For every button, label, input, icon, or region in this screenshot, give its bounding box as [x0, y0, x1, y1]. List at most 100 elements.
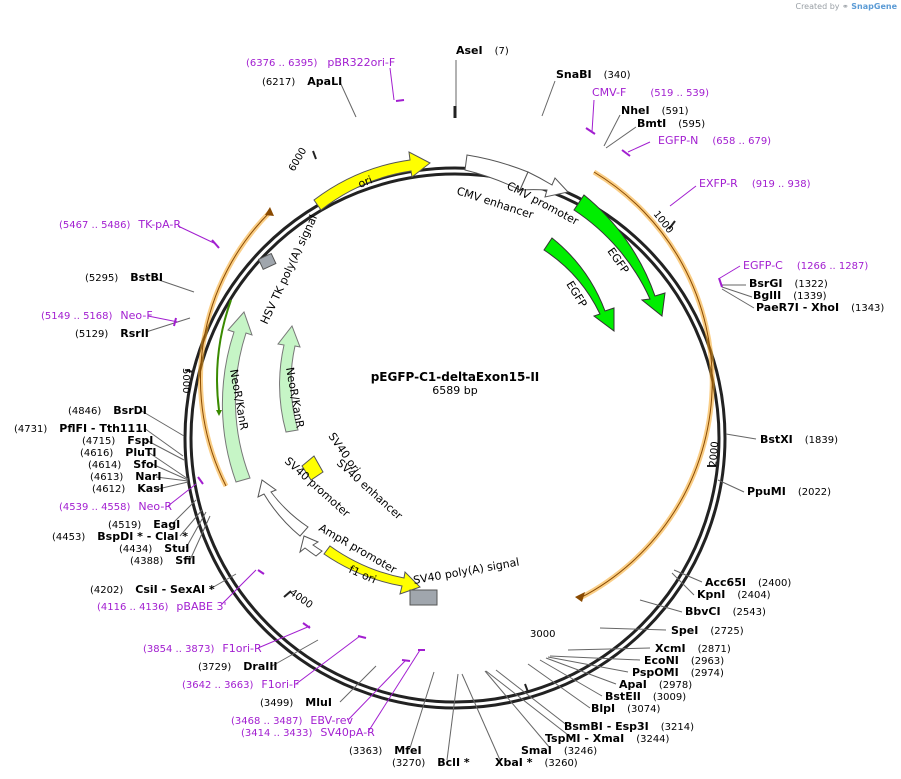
site-pos: (7)	[495, 46, 509, 57]
leader-line	[495, 669, 569, 727]
site-label: (3729)DraIII	[198, 660, 278, 673]
leader-line	[185, 511, 207, 549]
site-name: PpuMI	[747, 485, 786, 498]
site-pos: (3009)	[653, 692, 686, 703]
site-label: (5129)RsrII	[75, 327, 149, 340]
leader-line	[157, 481, 189, 490]
site-pos: (4202)	[90, 585, 123, 596]
primer-mark	[401, 659, 411, 662]
leader-line	[484, 670, 551, 749]
leader-line	[271, 639, 319, 667]
cmv-promoter-feature	[519, 171, 569, 198]
ori-feature	[313, 151, 431, 211]
primer-label: (4539 .. 4558)Neo-R	[59, 500, 172, 513]
site-pos: (4614)	[88, 460, 121, 471]
site-pos: (4612)	[92, 484, 125, 495]
site-label: PaeR7I - XhoI (1343)	[756, 301, 884, 314]
site-pos: (2871)	[698, 644, 731, 655]
primer-pos: (3642 .. 3663)	[182, 680, 254, 691]
backbone-outer-ring	[183, 166, 727, 710]
leader-line	[485, 670, 573, 739]
site-label: BstXI(1839)	[760, 433, 838, 446]
site-label: BstEII(3009)	[605, 690, 686, 703]
site-label: (4616)PluTI	[80, 446, 157, 459]
leader-line	[549, 655, 641, 661]
site-name: BglII	[753, 289, 781, 302]
leader-line	[673, 569, 703, 583]
site-name: AseI	[456, 44, 483, 57]
site-name: KasI	[137, 482, 164, 495]
primer-label: (3414 .. 3433)SV40pA-R	[241, 726, 375, 739]
tick-mark	[312, 150, 317, 160]
sv40-polya-feature	[409, 589, 438, 606]
leader-line	[189, 515, 211, 561]
primer-label: (3642 .. 3663)F1ori-F	[182, 678, 299, 691]
primer-label: EXFP-R(919 .. 938)	[699, 177, 811, 190]
leader-line	[139, 409, 185, 437]
primer-label: (5149 .. 5168)Neo-F	[41, 309, 153, 322]
egfp-feature-inner	[543, 237, 615, 332]
f1-ori-feature	[323, 545, 421, 595]
credit-brand: SnapGene	[851, 2, 897, 11]
site-pos: (4616)	[80, 448, 113, 459]
plasmid-length: 6589 bp	[432, 384, 477, 397]
site-name: BsmBI - Esp3I	[564, 720, 649, 733]
site-label: Acc65I(2400)	[705, 576, 791, 589]
site-pos: (595)	[678, 119, 705, 130]
site-pos: (4846)	[68, 406, 101, 417]
ticks-group: 1000 2000 3000 4000 5000 6000	[180, 146, 721, 693]
primer-mark	[173, 317, 177, 327]
tick-label: 4000	[287, 587, 314, 611]
primer-mark	[211, 239, 220, 249]
primer-label: (4116 .. 4136)pBABE 3'	[97, 600, 227, 613]
site-name: StuI	[164, 542, 189, 555]
tick-label: 5000	[180, 368, 191, 393]
site-label: (4519)EagI	[108, 518, 180, 531]
leader-line	[339, 665, 377, 703]
site-label: SmaI(3246)	[521, 744, 597, 757]
site-name: TspMI - XmaI	[545, 732, 624, 745]
primer-leader	[591, 99, 595, 133]
primer-name: EGFP-N	[658, 134, 698, 147]
site-pos: (3363)	[349, 746, 382, 757]
site-name: XcmI	[655, 642, 686, 655]
site-label: KpnI(2404)	[697, 588, 771, 601]
primer-leader	[347, 659, 407, 721]
primer-labels: (6376 .. 6395)pBR322ori-F CMV-F(519 .. 5…	[41, 56, 868, 739]
site-label: BsmBI - Esp3I(3214)	[564, 720, 694, 733]
primer-pos: (5149 .. 5168)	[41, 311, 113, 322]
orf-arc-egfp-line	[579, 171, 713, 599]
backbone-inner-ring	[189, 172, 721, 704]
leader-line	[545, 657, 617, 685]
primer-pos: (519 .. 539)	[650, 88, 709, 99]
site-label: (3270)BclI *	[392, 756, 470, 769]
orf-arc-neor-line	[199, 211, 271, 487]
primer-pos: (4539 .. 4558)	[59, 502, 131, 513]
site-pos: (4388)	[130, 556, 163, 567]
primer-leader	[719, 265, 741, 279]
site-name: BbvCI	[685, 605, 721, 618]
site-pos: (3074)	[627, 704, 660, 715]
site-label: PspOMI(2974)	[632, 666, 724, 679]
site-pos: (591)	[662, 106, 689, 117]
leader-line	[446, 673, 459, 761]
site-label: (4434) StuI	[119, 542, 189, 555]
site-label: (4715)FspI	[82, 434, 153, 447]
orf-arc-inner	[216, 299, 232, 411]
site-label: TspMI - XmaI (3244)	[545, 732, 670, 745]
site-name: SfoI	[133, 458, 157, 471]
site-name: SmaI	[521, 744, 552, 757]
site-pos: (5295)	[85, 273, 118, 284]
site-pos: (1343)	[851, 303, 884, 314]
tick-mark	[283, 590, 292, 598]
site-name: PaeR7I - XhoI	[756, 301, 839, 314]
leader-line	[145, 439, 185, 461]
site-pos: (3244)	[636, 734, 669, 745]
leader-line	[171, 499, 197, 525]
leader-line	[527, 663, 591, 709]
site-name: PspOMI	[632, 666, 679, 679]
site-pos: (4434)	[119, 544, 152, 555]
site-label: BsrGI(1322)	[749, 277, 828, 290]
site-name: Acc65I	[705, 576, 746, 589]
tick-label: 6000	[287, 146, 309, 174]
